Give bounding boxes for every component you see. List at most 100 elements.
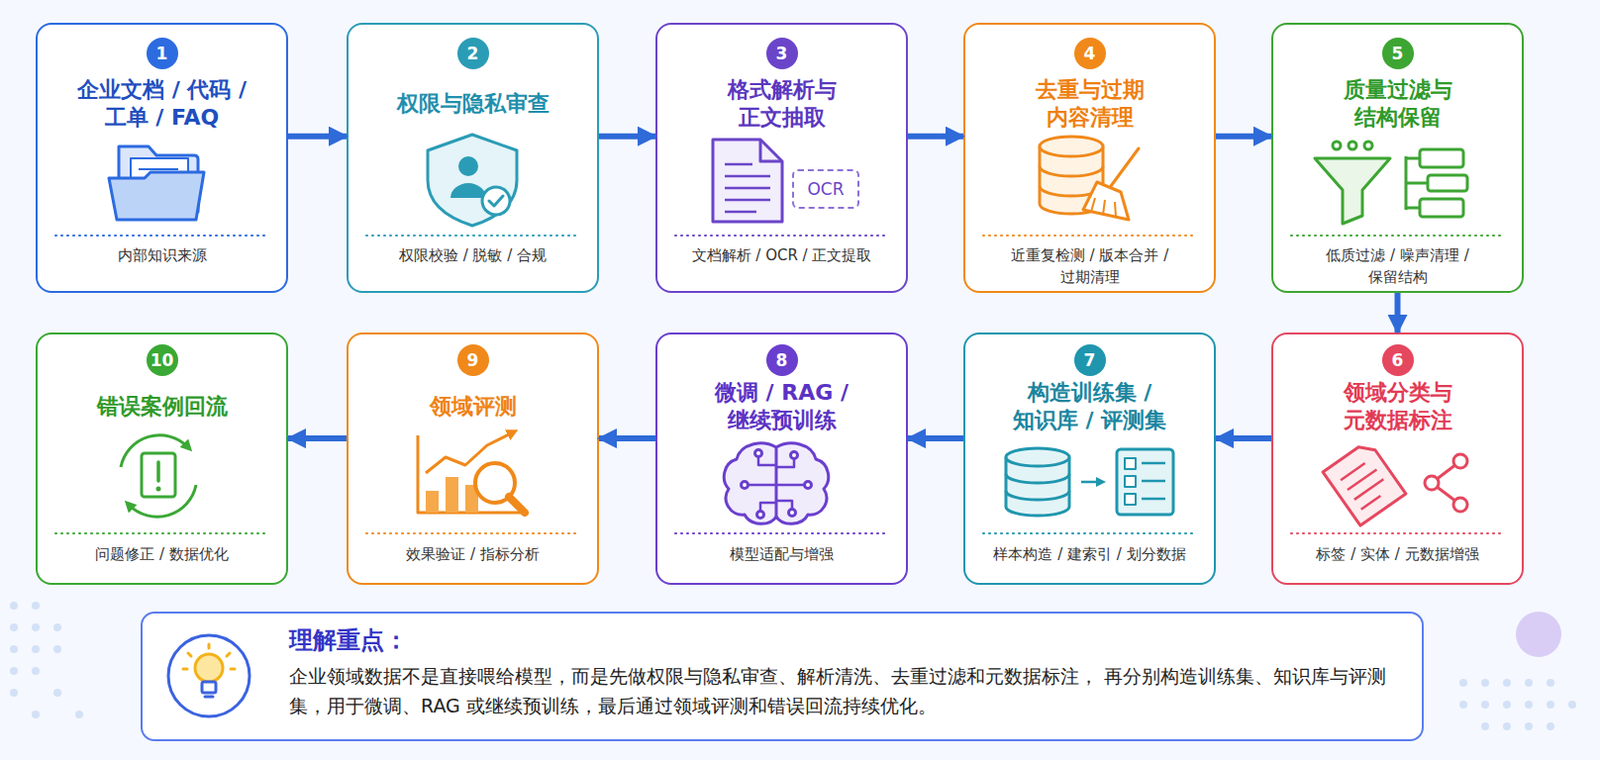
background-dots [31, 601, 40, 610]
step-detail: 效果验证 / 指标分析 [361, 543, 585, 566]
process-box: 权限与隐私审查权限校验 / 脱敏 / 合规2 [346, 22, 600, 294]
tag-share-icon [1453, 454, 1468, 469]
step-detail: 文档解析 / OCR / 正文提取 [670, 244, 894, 267]
background-dots [1459, 679, 1468, 688]
process-box: 构造训练集 / 知识库 / 评测集样本构造 / 建索引 / 划分数据7 [963, 332, 1216, 586]
tag-share-icon [1347, 469, 1377, 491]
database-list-icon [1005, 448, 1070, 467]
separator [1291, 532, 1504, 535]
step-detail: 样本构造 / 建索引 / 划分数据 [978, 543, 1201, 566]
chart-magnifier-icon [508, 497, 525, 513]
cycle-icon [128, 485, 197, 517]
brain-icon [760, 502, 777, 513]
database-list-icon [1116, 449, 1174, 515]
step-number: 3 [766, 37, 799, 70]
funnel-tree-icon [1364, 141, 1373, 150]
flow-arrow [288, 133, 347, 140]
database-list-icon [1124, 494, 1136, 505]
background-dots [31, 645, 40, 654]
step-number: 9 [457, 344, 490, 377]
note-box: 理解重点：企业领域数据不是直接喂给模型，而是先做权限与隐私审查、解析清洗、去重过… [140, 611, 1424, 742]
lightbulb-icon [207, 644, 211, 649]
funnel-tree-icon [1419, 149, 1464, 168]
database-broom-icon [1039, 186, 1103, 197]
flow-arrow [907, 133, 964, 140]
step-detail: 标签 / 实体 / 元数据增强 [1286, 543, 1509, 566]
funnel-tree-icon [1404, 156, 1408, 210]
step-detail: 内部知识来源 [50, 244, 274, 267]
step-title: 微调 / RAG / 继续预训练 [702, 378, 862, 436]
step-number-text: 7 [1074, 344, 1106, 377]
database-list-icon [1081, 481, 1101, 485]
background-dots [1502, 700, 1511, 709]
process-box: 领域分类与 元数据标注标签 / 实体 / 元数据增强6 [1271, 332, 1524, 586]
step-number-text: 8 [766, 344, 799, 377]
background-dots [1524, 700, 1533, 709]
database-broom-icon [1110, 148, 1139, 187]
flow-arrow [288, 435, 347, 442]
brain-icon [757, 511, 765, 519]
step-detail: 问题修正 / 数据优化 [50, 543, 274, 566]
process-box: 企业文档 / 代码 / 工单 / FAQ内部知识来源1 [35, 22, 289, 294]
document-icon [760, 139, 783, 162]
folder-icon [108, 146, 204, 220]
background-dots [1546, 679, 1555, 688]
database-broom-icon [1102, 200, 1105, 215]
shield-icon [427, 134, 517, 226]
cycle-icon [120, 435, 197, 517]
flow-arrow [1395, 293, 1401, 333]
step-number: 4 [1074, 37, 1106, 70]
background-dots [1524, 679, 1533, 688]
brain-icon [804, 482, 812, 490]
tag-share-icon [1322, 440, 1406, 526]
document-icon [724, 210, 757, 214]
brain-icon [789, 509, 797, 517]
step-number-text: 10 [146, 344, 179, 377]
database-broom-icon [1083, 182, 1129, 220]
database-broom-icon [1039, 136, 1103, 157]
lightbulb-icon [168, 635, 250, 717]
flow-arrow [599, 133, 656, 140]
background-dots [1568, 700, 1577, 709]
step-number: 7 [1074, 344, 1106, 377]
chart-magnifier-icon [465, 485, 479, 513]
database-list-icon [1005, 491, 1070, 500]
database-list-icon [1141, 462, 1166, 466]
funnel-tree-icon [1405, 206, 1420, 210]
tag-share-icon [1322, 440, 1406, 526]
background-dots [1502, 679, 1511, 688]
lightbulb-icon [188, 653, 192, 657]
folder-icon [118, 146, 199, 212]
step-number-text: 5 [1382, 37, 1414, 70]
background-dots [31, 623, 40, 632]
flow-arrow [1215, 133, 1272, 140]
background-dots [1546, 700, 1555, 709]
process-box: 格式解析与 正文抽取文档解析 / OCR / 正文提取3OCR [655, 22, 908, 294]
funnel-tree-icon [1405, 157, 1420, 161]
background-dots [53, 645, 62, 654]
brain-icon [741, 482, 749, 490]
database-list-icon [1005, 448, 1174, 516]
funnel-tree-icon [1332, 141, 1341, 150]
step-number-text: 2 [457, 37, 490, 70]
folder-icon [138, 168, 179, 171]
database-list-icon [1005, 474, 1070, 484]
cycle-icon [156, 487, 162, 493]
background-dots [1459, 700, 1468, 709]
background-dots [1481, 679, 1490, 688]
folder-icon [108, 172, 204, 220]
shield-icon [427, 134, 517, 226]
step-title: 质量过滤与 结构保留 [1333, 72, 1463, 136]
step-title: 企业文档 / 代码 / 工单 / FAQ [58, 72, 267, 136]
chart-magnifier-icon [425, 432, 513, 474]
database-broom-icon [1114, 201, 1116, 217]
shield-icon [482, 187, 510, 215]
funnel-tree-icon [1314, 158, 1391, 224]
separator [675, 234, 889, 237]
database-broom-icon [1039, 166, 1103, 177]
background-dots [9, 601, 18, 610]
database-broom-icon [1091, 198, 1096, 212]
background-dots [9, 689, 18, 698]
separator [55, 234, 269, 237]
lightbulb-icon [183, 668, 188, 672]
